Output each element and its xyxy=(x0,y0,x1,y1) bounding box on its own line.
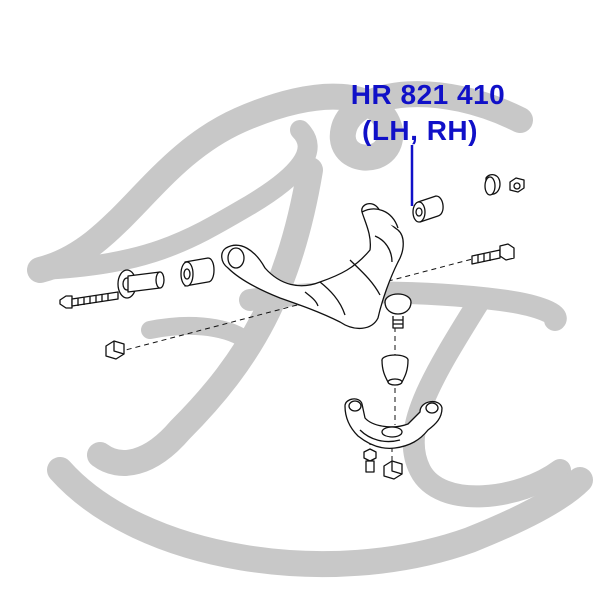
rear-bushing-cap xyxy=(484,173,501,196)
ball-joint xyxy=(384,293,412,329)
knuckle-bolt xyxy=(363,448,377,473)
side-label: (LH, RH) xyxy=(362,115,478,146)
steering-knuckle xyxy=(344,398,443,450)
front-bushing xyxy=(180,257,215,287)
bushing-sleeve xyxy=(127,271,165,293)
control-arm xyxy=(221,202,404,329)
dust-boot xyxy=(381,354,409,386)
knuckle-nut xyxy=(383,460,403,480)
part-number-label: HR 821 410 xyxy=(350,79,506,110)
rear-bushing-target xyxy=(412,195,444,223)
brand-watermark-logo xyxy=(27,81,593,578)
nut-top-right xyxy=(509,177,525,193)
right-bolt xyxy=(471,243,515,265)
nut-left xyxy=(105,340,125,360)
left-bolt xyxy=(59,291,119,309)
